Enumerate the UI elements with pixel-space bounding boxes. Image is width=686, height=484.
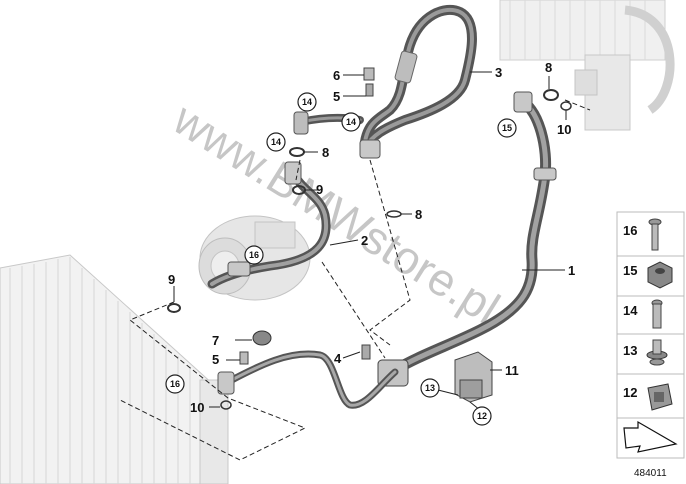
hose-2 [207, 161, 331, 289]
callout-2: 2 [361, 233, 368, 248]
callout-7: 7 [212, 333, 219, 348]
svg-text:16: 16 [249, 250, 259, 260]
circled-13: 13 [420, 378, 440, 398]
svg-text:12: 12 [623, 385, 637, 400]
circled-12: 12 [472, 406, 492, 426]
small-parts [167, 67, 572, 410]
callout-11: 11 [505, 363, 519, 378]
callout-9-upper: 9 [316, 182, 323, 197]
clip-nut-icon [647, 383, 673, 411]
legend-panel: 16 15 14 13 [616, 211, 685, 479]
hose-3 [293, 4, 477, 159]
direction-arrow-icon [623, 420, 678, 453]
circled-15: 15 [497, 118, 517, 138]
svg-text:15: 15 [623, 263, 637, 278]
svg-text:13: 13 [425, 383, 435, 393]
callout-1: 1 [568, 263, 575, 278]
callout-10-lower: 10 [190, 400, 204, 415]
callout-8-right: 8 [545, 60, 552, 75]
callout-8-upper: 8 [322, 145, 329, 160]
legend-row-16: 16 [616, 211, 685, 257]
assembly-lines [119, 99, 591, 461]
circled-16-a: 16 [244, 245, 264, 265]
circled-14-c: 14 [266, 132, 286, 152]
evaporator [499, 0, 675, 131]
callout-labels: 1 2 3 4 5 5 6 7 8 8 8 9 9 10 10 11 [168, 60, 575, 415]
flange-bolt-icon [646, 339, 668, 366]
circled-14-a: 14 [297, 92, 317, 112]
leader-lines [173, 71, 567, 411]
circled-callouts: 14 14 14 15 16 16 13 12 [165, 92, 517, 426]
svg-text:14: 14 [302, 97, 312, 107]
callout-5-bottom: 5 [212, 352, 219, 367]
watermark: www.BMWstore.pl [164, 92, 509, 334]
callout-8-middle: 8 [415, 207, 422, 222]
svg-text:16: 16 [170, 379, 180, 389]
svg-text:15: 15 [502, 123, 512, 133]
circled-16-b: 16 [165, 374, 185, 394]
callout-4: 4 [334, 351, 342, 366]
hex-nut-icon [647, 261, 673, 289]
svg-text:14: 14 [346, 117, 356, 127]
svg-text:16: 16 [623, 223, 637, 238]
liquid-line [217, 350, 399, 409]
svg-text:12: 12 [477, 411, 487, 421]
legend-row-12: 12 [616, 373, 685, 419]
circled-14-b: 14 [341, 112, 361, 132]
svg-text:14: 14 [271, 137, 281, 147]
legend-row-arrow [616, 417, 685, 459]
callout-3: 3 [495, 65, 502, 80]
svg-text:14: 14 [623, 303, 638, 318]
bolt-icon [648, 218, 662, 251]
legend-row-15: 15 [616, 255, 685, 297]
callout-9-lower: 9 [168, 272, 175, 287]
legend-row-14: 14 [616, 295, 685, 335]
callout-5-top: 5 [333, 89, 340, 104]
svg-text:13: 13 [623, 343, 637, 358]
document-id: 484011 [634, 468, 667, 479]
legend-row-13: 13 [616, 333, 685, 375]
bracket [454, 351, 493, 403]
callout-10-right: 10 [557, 122, 571, 137]
socket-bolt-icon [651, 299, 663, 329]
callout-6: 6 [333, 68, 340, 83]
condenser [0, 254, 229, 484]
